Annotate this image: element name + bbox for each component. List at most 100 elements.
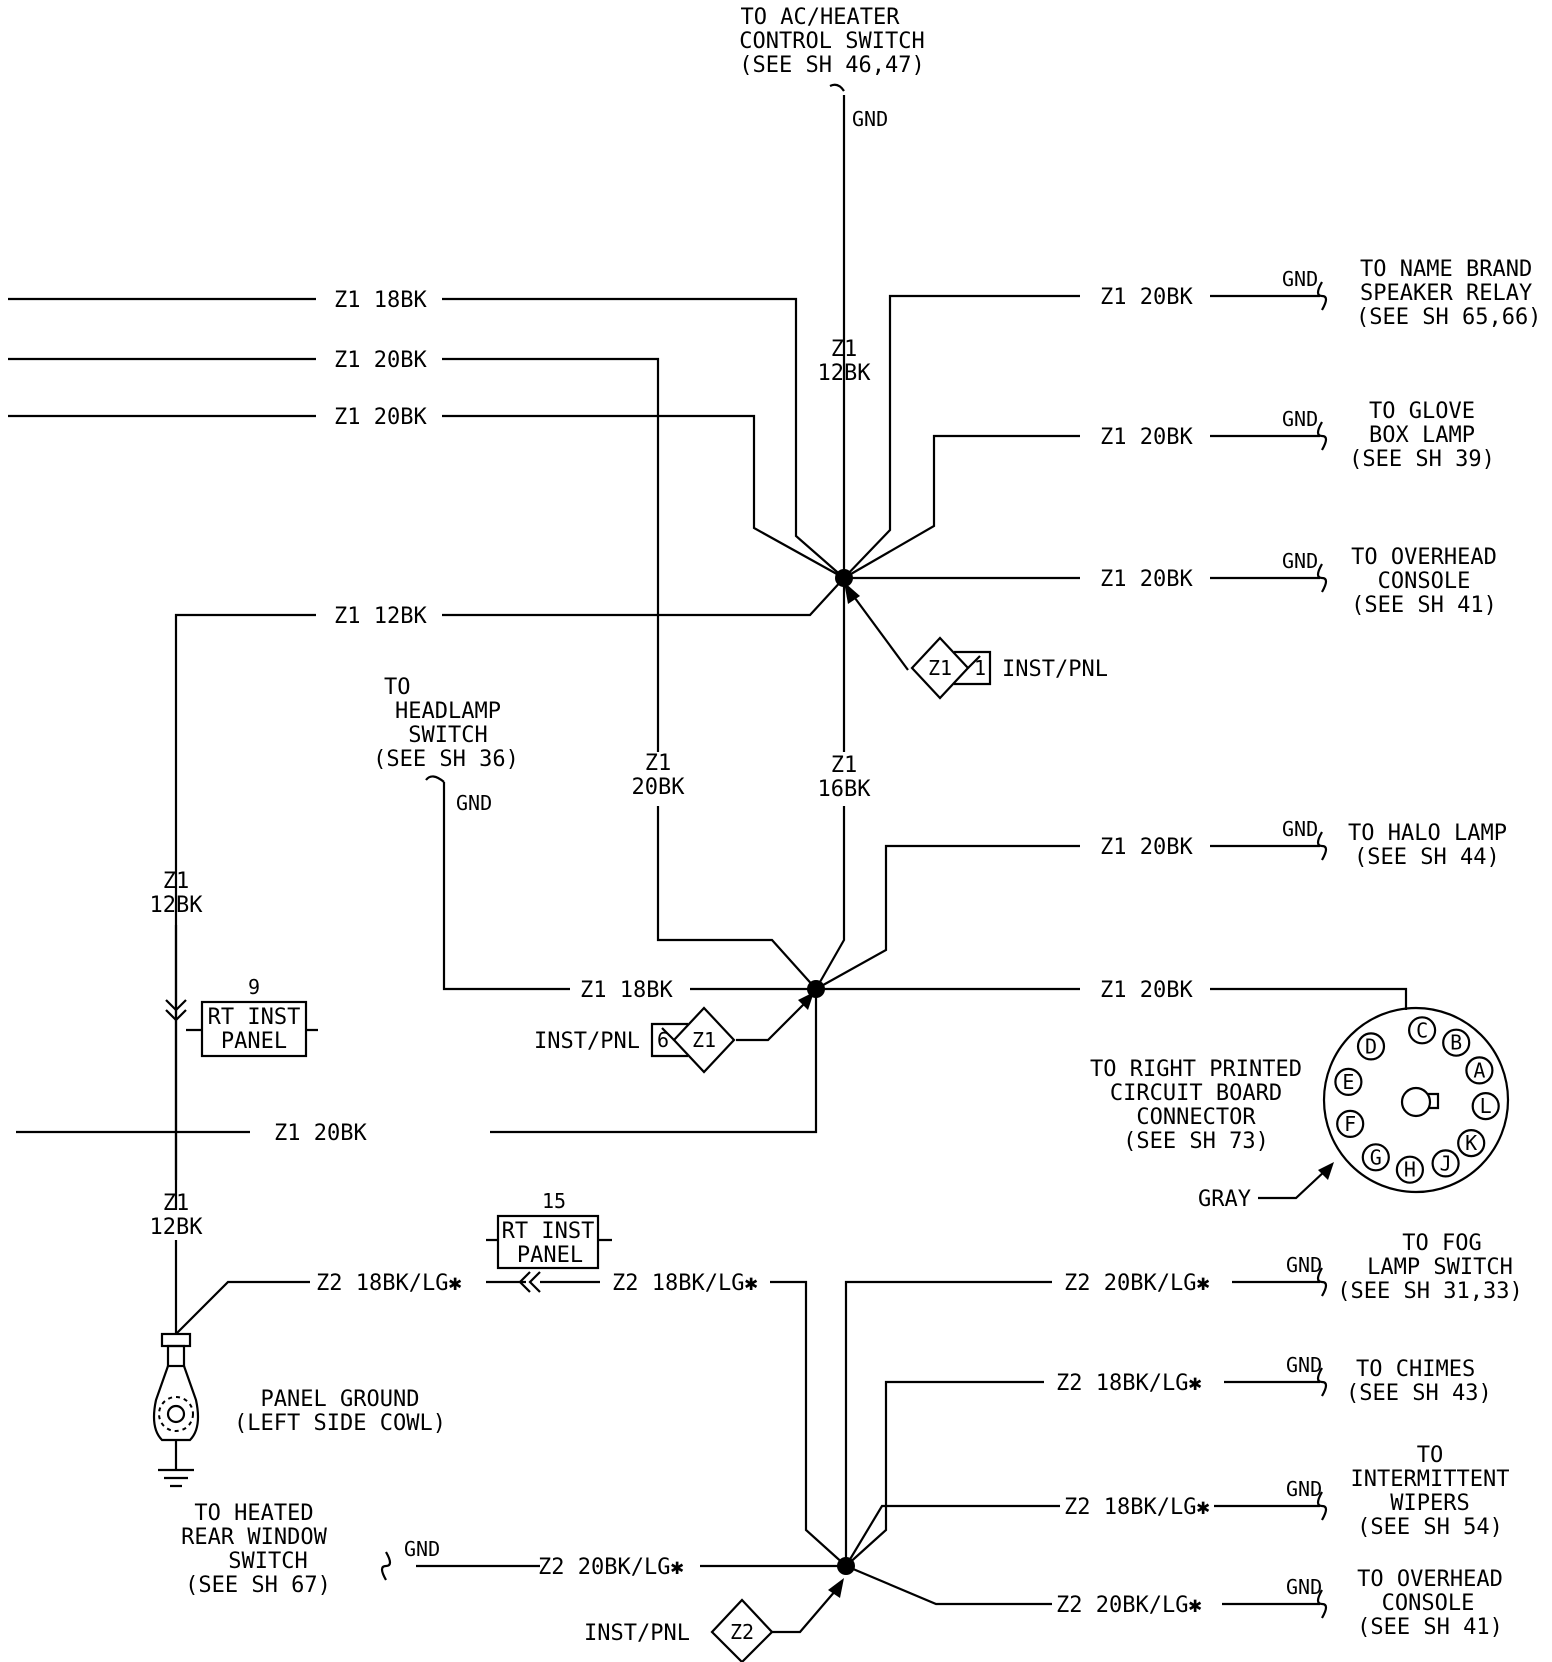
inst-pnl-label: INST/PNL (1002, 657, 1108, 682)
dest-glove-l1: TO GLOVE (1369, 399, 1475, 424)
dest-wipers-l1: TO (1417, 1443, 1444, 1468)
heated-rear-l3: SWITCH (228, 1549, 307, 1574)
arrow-head-icon (798, 992, 814, 1010)
pcb-pin-circle (1361, 1143, 1390, 1172)
pcb-pin-circle (1471, 1091, 1500, 1121)
top-dest-line1: TO AC/HEATER (741, 5, 901, 30)
gnd-label: GND (1286, 1575, 1322, 1599)
arrow-head-icon (828, 1578, 844, 1598)
dest-chimes-l1: TO CHIMES (1356, 1357, 1475, 1382)
pcb-pin-label: A (1473, 1058, 1485, 1082)
pcb-l2: CIRCUIT BOARD (1110, 1081, 1282, 1106)
pcb-l1: TO RIGHT PRINTED (1090, 1057, 1302, 1082)
wire-label: 16BK (818, 777, 872, 802)
pcb-pin-label: E (1342, 1070, 1354, 1094)
wire-label: Z2 20BK/LG✱ (1056, 1593, 1202, 1618)
wire-label: Z1 (163, 1191, 190, 1216)
wire-label: Z2 18BK/LG✱ (316, 1271, 462, 1296)
wire-label: 20BK (632, 775, 686, 800)
splice-dot-icon (837, 1557, 855, 1575)
gnd-label: GND (404, 1537, 440, 1561)
connector-pin-6: 6 (657, 1028, 669, 1052)
gnd-hooks-bottom (380, 1267, 1328, 1619)
dest-glove-l3: (SEE SH 39) (1349, 447, 1495, 472)
dest-wipers-l4: (SEE SH 54) (1357, 1515, 1503, 1540)
wire-label: Z2 18BK/LG✱ (1064, 1495, 1210, 1520)
connector-z1-label: Z1 (928, 656, 952, 680)
heated-rear-l1: TO HEATED (194, 1501, 313, 1526)
gray-label: GRAY (1198, 1187, 1251, 1212)
headlamp-l1: TO (384, 675, 411, 700)
panel-ground-l2: (LEFT SIDE COWL) (234, 1411, 446, 1436)
pcb-pin-label: G (1370, 1145, 1382, 1169)
wire-label: Z1 18BK (580, 978, 673, 1003)
top-dest-line2: CONTROL SWITCH (739, 29, 924, 54)
splice-dot-icon (807, 980, 825, 998)
dest-name-brand-l1: TO NAME BRAND (1360, 257, 1532, 282)
pcb-pin-label: C (1416, 1018, 1428, 1042)
pcb-pin-label: L (1480, 1094, 1492, 1118)
wire-label: Z2 18BK/LG✱ (612, 1271, 758, 1296)
dest-overhead2-l1: TO OVERHEAD (1357, 1567, 1503, 1592)
rt-inst-15-num: 15 (542, 1189, 566, 1213)
left-vertical-wire (165, 925, 318, 1334)
dest-halo-l1: TO HALO LAMP (1348, 821, 1507, 846)
dest-fog-l2: LAMP SWITCH (1367, 1255, 1513, 1280)
gnd-label: GND (1282, 407, 1318, 431)
pcb-l3: CONNECTOR (1136, 1105, 1256, 1130)
rt-inst-9-l1: RT INST (208, 1005, 301, 1030)
pcb-pin-circle (1356, 1032, 1386, 1061)
rt-inst-15-l1: RT INST (502, 1219, 595, 1244)
rt-inst-15-l2: PANEL (517, 1243, 583, 1268)
wire-label: 12BK (150, 1215, 204, 1240)
gnd-label: GND (1282, 549, 1318, 573)
pcb-pin-circle (1407, 1016, 1437, 1045)
wire-label: Z1 20BK (274, 1121, 367, 1146)
connector-z2-label: Z2 (730, 1620, 754, 1644)
wire-label: Z1 12BK (334, 604, 427, 629)
pcb-pin-circle (1457, 1128, 1486, 1158)
wire-label: Z1 20BK (334, 405, 427, 430)
connector-pin-1: 1 (974, 656, 986, 680)
wire-label: Z1 20BK (1100, 425, 1193, 450)
panel-ground-icon (152, 1332, 200, 1488)
pcb-pin-circle (1334, 1067, 1363, 1097)
pcb-pin-label: K (1465, 1131, 1477, 1155)
wire-label: Z1 (831, 337, 858, 362)
connector-z1-1 (910, 636, 992, 700)
pcb-pin-label: B (1450, 1031, 1462, 1055)
splice-dot-icon (835, 569, 853, 587)
wire-label: Z1 (831, 753, 858, 778)
dest-fog-l1: TO FOG (1402, 1231, 1481, 1256)
wire-label: Z1 18BK (334, 288, 427, 313)
pcb-pin-label: F (1344, 1112, 1356, 1136)
dest-glove-l2: BOX LAMP (1369, 423, 1475, 448)
gnd-label: GND (1286, 1253, 1322, 1277)
inst-pnl-label: INST/PNL (584, 1621, 690, 1646)
dest-chimes-l2: (SEE SH 43) (1346, 1381, 1492, 1406)
top-dest-line3: (SEE SH 46,47) (739, 53, 924, 78)
dest-wipers-l2: INTERMITTENT (1351, 1467, 1510, 1492)
headlamp-l3: SWITCH (408, 723, 487, 748)
gnd-label: GND (1286, 1353, 1322, 1377)
top-splice-wiring (8, 83, 1320, 1210)
inst-pnl-label: INST/PNL (534, 1029, 640, 1054)
gnd-label: GND (1286, 1477, 1322, 1501)
pcb-pin-circle (1395, 1155, 1425, 1184)
dest-overhead1-l2: CONSOLE (1378, 569, 1471, 594)
wire-label: Z1 (645, 751, 672, 776)
gnd-label: GND (852, 107, 888, 131)
wire-label: Z1 20BK (1100, 285, 1193, 310)
pcb-pin-label: H (1404, 1158, 1416, 1182)
connector-z2 (710, 1598, 774, 1662)
dest-overhead1-l3: (SEE SH 41) (1351, 593, 1497, 618)
pcb-pin-label: J (1440, 1151, 1452, 1175)
pcb-pin-circle (1336, 1109, 1365, 1139)
connector-z1-label: Z1 (692, 1028, 716, 1052)
dest-name-brand-l3: (SEE SH 65,66) (1356, 305, 1541, 330)
panel-ground-l1: PANEL GROUND (261, 1387, 420, 1412)
wire-label: 12BK (818, 361, 872, 386)
gnd-label: GND (1282, 817, 1318, 841)
connector-z1-6 (650, 1006, 736, 1074)
